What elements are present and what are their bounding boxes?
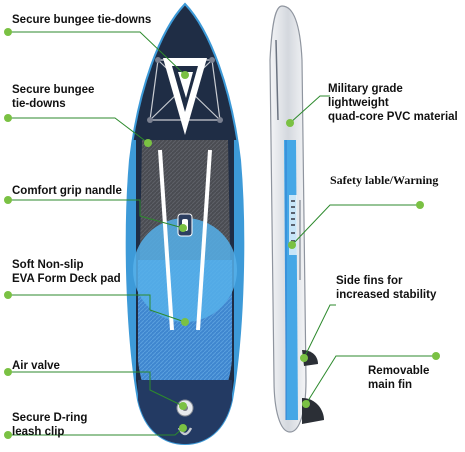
callout-bungee-top: Secure bungee tie-downs (12, 14, 152, 26)
callout-dots (4, 28, 440, 439)
board-side-view (269, 5, 324, 433)
callout-deck-pad: Soft Non-slip EVA Form Deck pad (12, 259, 121, 285)
callout-side-fins: Side fins for increased stability (336, 275, 437, 301)
callout-d-ring: Secure D-ring leash clip (12, 412, 88, 438)
callout-safety-label: Safety lable/Warning (330, 173, 439, 187)
callout-air-valve: Air valve (12, 360, 60, 372)
callout-grip-handle: Comfort grip nandle (12, 185, 122, 197)
callout-main-fin: Removable main fin (368, 365, 430, 391)
callout-pvc-material: Military grade lightweight quad-core PVC… (328, 83, 458, 123)
callout-bungee-side: Secure bungee tie-downs (12, 84, 95, 110)
board-top-view (125, 2, 245, 446)
